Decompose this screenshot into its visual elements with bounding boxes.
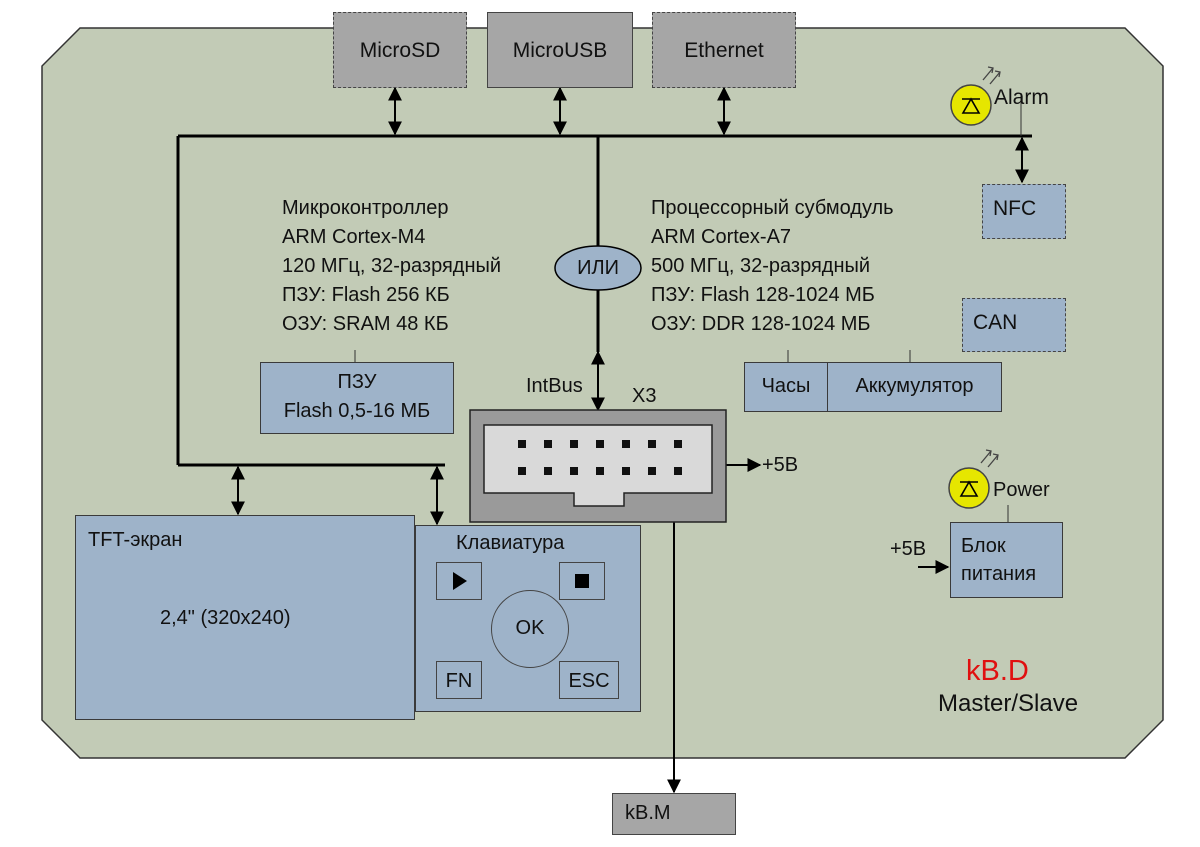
mcu-line: ARM Cortex-M4 [282,226,426,248]
cpu-line: Процессорный субмодуль [651,197,894,219]
intbus-label: IntBus [526,375,583,397]
mcu-line: ОЗУ: SRAM 48 КБ [282,313,449,335]
nfc-module: NFC [982,184,1066,239]
tft-screen: TFT-экран 2,4" (320x240) [75,515,415,720]
microusb-port: MicroUSB [487,12,633,88]
ethernet-label: Ethernet [684,39,764,62]
ok-button[interactable]: OK [491,590,569,668]
system-bus [176,134,1032,467]
stop-icon [575,574,589,588]
power-led-icon [948,449,999,509]
fn-label: FN [445,670,473,692]
alarm-led-icon [950,66,1001,126]
can-module: CAN [962,298,1066,352]
power-supply-block: Блок питания [950,522,1063,598]
rom-module: ПЗУ Flash 0,5-16 МБ [260,362,454,434]
mcu-line: Микроконтроллер [282,197,449,219]
microsd-port: MicroSD [333,12,467,88]
external-label: kB.M [625,802,671,824]
nfc-label: NFC [993,197,1037,220]
play-icon [453,572,467,590]
rom-detail: Flash 0,5-16 МБ [283,400,431,422]
microusb-label: MicroUSB [512,39,608,62]
or-label: ИЛИ [577,257,619,279]
clock-label: Часы [761,375,811,397]
plus5v-in-label: +5В [890,538,927,560]
keyboard-panel: Клавиатура OK FN ESC [415,525,641,712]
cpu-line: ARM Cortex-A7 [651,226,792,248]
play-button[interactable] [436,562,482,600]
x3-label: X3 [632,385,657,407]
clock-module: Часы [744,362,828,412]
power-label: Power [993,479,1050,501]
mcu-description: Микроконтроллер ARM Cortex-M4 120 МГц, 3… [282,194,501,339]
microsd-label: MicroSD [359,39,441,62]
tft-title: TFT-экран [88,529,183,551]
esc-button[interactable]: ESC [559,661,619,699]
ethernet-port: Ethernet [652,12,796,88]
mode-label: Master/Slave [938,690,1079,717]
x3-connector [469,409,727,523]
cpu-line: ПЗУ: Flash 128-1024 МБ [651,284,875,306]
battery-label: Аккумулятор [855,375,974,397]
cpu-line: ОЗУ: DDR 128-1024 МБ [651,313,871,335]
plus5v-out-label: +5В [762,454,799,476]
cpu-line: 500 МГц, 32-разрядный [651,255,871,277]
esc-label: ESC [568,670,610,692]
mcu-line: ПЗУ: Flash 256 КБ [282,284,450,306]
psu-line-2: питания [961,563,1037,585]
rom-title: ПЗУ [337,371,377,393]
cpu-description: Процессорный субмодуль ARM Cortex-A7 500… [651,194,894,339]
battery-module: Аккумулятор [827,362,1002,412]
keyboard-title: Клавиатура [456,532,565,554]
model-name: kB.D [966,655,1029,687]
mcu-line: 120 МГц, 32-разрядный [282,255,502,277]
alarm-label: Alarm [994,86,1049,109]
psu-line-1: Блок [961,535,1006,557]
fn-button[interactable]: FN [436,661,482,699]
tft-size: 2,4" (320x240) [160,607,291,629]
external-module: kB.M [612,793,736,835]
can-label: CAN [973,311,1018,334]
stop-button[interactable] [559,562,605,600]
ok-label: OK [515,617,545,639]
